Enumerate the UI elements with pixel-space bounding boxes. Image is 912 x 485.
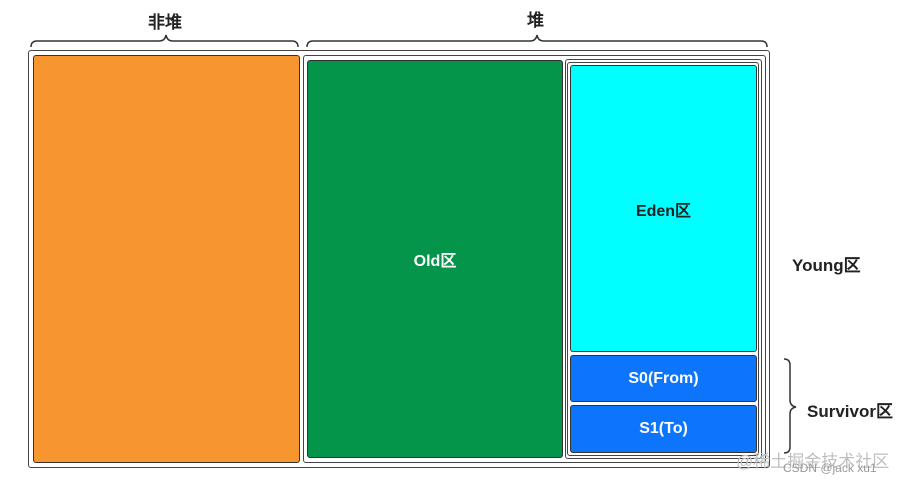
old-region: Old区 — [307, 60, 563, 458]
non-heap-label: 非堆 — [148, 13, 182, 32]
young-label: Young区 — [792, 256, 861, 275]
young-frame-outer — [565, 59, 762, 459]
heap-label: 堆 — [527, 11, 544, 30]
s0-region: S0(From) — [570, 355, 757, 402]
s1-label: S1(To) — [639, 420, 688, 437]
non-heap-brace — [30, 34, 299, 48]
old-label: Old区 — [413, 253, 457, 270]
survivor-label: Survivor区 — [807, 402, 893, 421]
young-frame-inner — [567, 62, 759, 456]
non-heap-region — [33, 55, 300, 463]
eden-region: Eden区 — [570, 65, 757, 352]
s0-label: S0(From) — [628, 369, 699, 387]
s1-region: S1(To) — [570, 405, 757, 453]
watermark-juejin: @稀土掘金技术社区 — [736, 452, 890, 471]
heap-brace — [306, 34, 768, 48]
watermark-csdn: CSDN @jack xu1 — [783, 461, 877, 475]
heap-frame — [303, 55, 766, 463]
eden-label: Eden区 — [635, 202, 692, 220]
